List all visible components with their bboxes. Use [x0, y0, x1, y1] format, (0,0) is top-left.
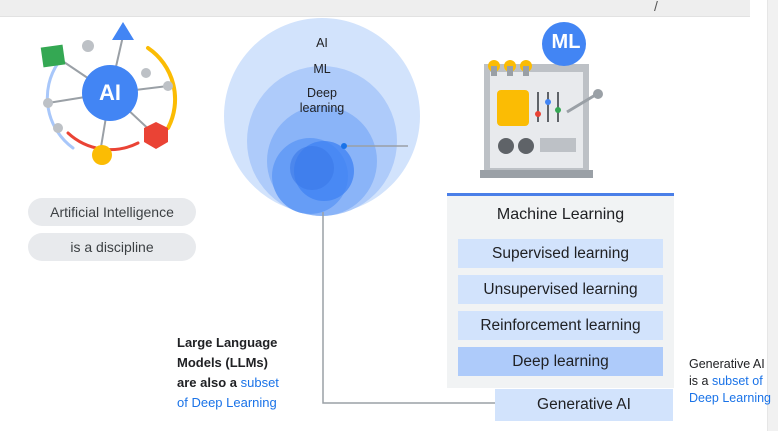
ml-item-supervised: Supervised learning [458, 239, 663, 268]
llm-caption-line3: are also a subset [177, 373, 317, 393]
ml-machine-icon [480, 22, 603, 178]
venn-diagram [224, 18, 420, 216]
pill-artificial-intelligence: Artificial Intelligence [28, 198, 196, 226]
generative-ai-box: Generative AI [495, 389, 673, 421]
ml-panel-title: Machine Learning [496, 206, 625, 223]
genai-caption-line2: is a subset of [689, 373, 778, 390]
genai-caption-line2-plain: is a [689, 374, 712, 388]
genai-caption: Generative AI is a subset of Deep Learni… [689, 356, 778, 407]
ml-item-deep-learning: Deep learning [458, 347, 663, 376]
right-frame-bar [767, 0, 778, 431]
llm-caption-line3-blue: subset [240, 375, 279, 390]
llm-caption-line4: of Deep Learning [177, 395, 277, 410]
ml-item-unsupervised: Unsupervised learning [458, 275, 663, 304]
venn-label-ai: AI [316, 36, 328, 50]
venn-label-deep: Deep [307, 86, 337, 100]
ml-badge-text: ML [551, 31, 581, 53]
ai-orbit-icon [40, 22, 178, 165]
venn-inner-circle-3 [290, 146, 334, 190]
frame-mark: / [654, 0, 658, 14]
genai-caption-line1: Generative AI [689, 357, 765, 371]
connector-line [322, 212, 495, 404]
genai-caption-line3: Deep Learning [689, 391, 772, 405]
pill-is-a-discipline: is a discipline [28, 233, 196, 261]
llm-caption-line1: Large Language [177, 335, 278, 350]
llm-caption: Large Language Models (LLMs) are also a … [177, 333, 317, 413]
llm-caption-line3-plain: are also a [177, 375, 241, 390]
venn-pointer-dot [341, 143, 347, 149]
top-frame-bar [0, 0, 750, 17]
ml-item-reinforcement: Reinforcement learning [458, 311, 663, 340]
llm-caption-line2: Models (LLMs) [177, 355, 268, 370]
genai-caption-line2-blue: subset of [711, 374, 763, 388]
venn-label-ml: ML [313, 62, 331, 76]
ai-badge-text: AI [99, 80, 121, 105]
venn-label-learning: learning [299, 101, 345, 115]
